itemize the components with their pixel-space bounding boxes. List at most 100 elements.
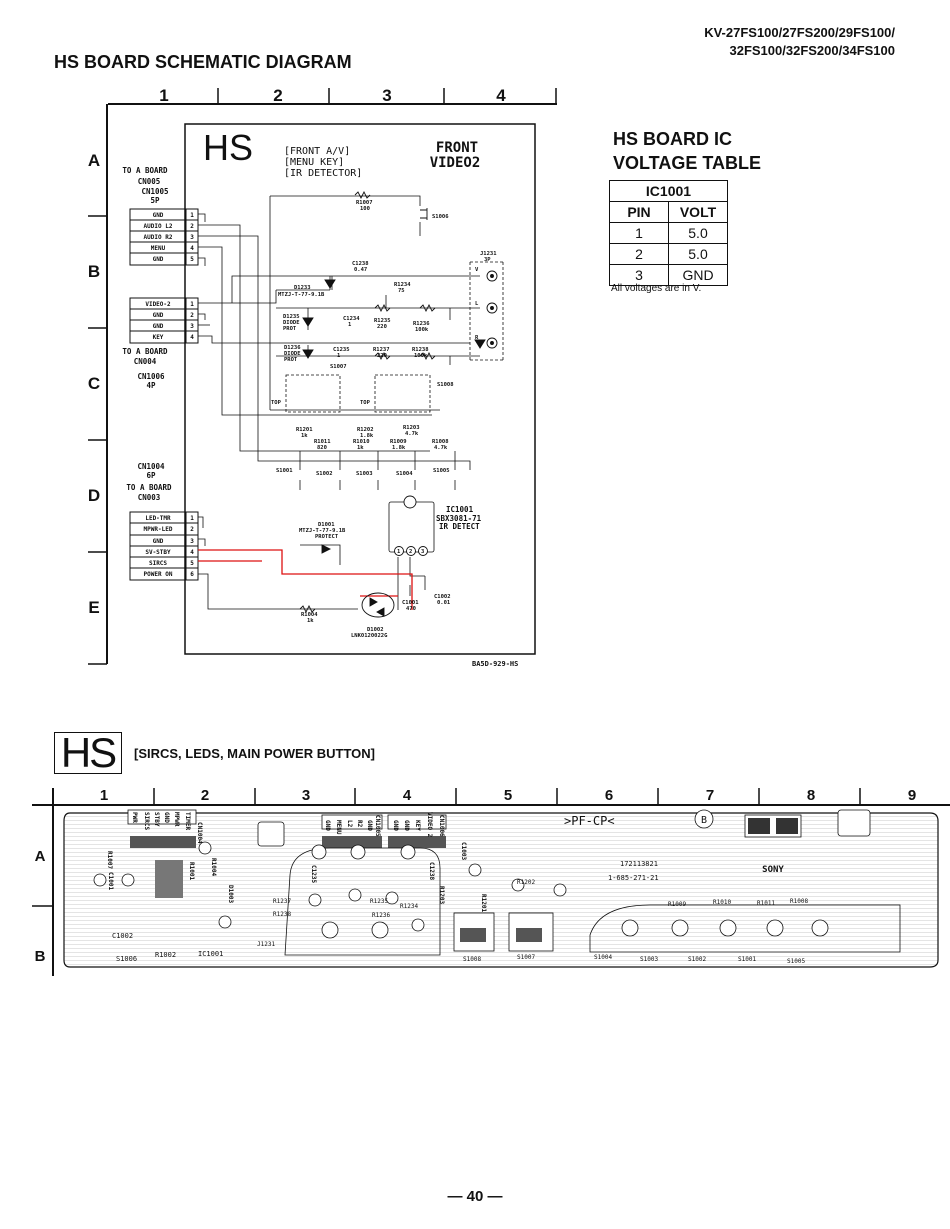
label-d1235: D1235 [283,314,300,320]
board-grid-col-8: 8 [807,787,815,804]
cn1006-pin-num: 3 [190,323,194,330]
board-view-subtitle: [SIRCS, LEDS, MAIN POWER BUTTON] [134,746,375,761]
cn1004-pin-num: 4 [190,549,194,556]
label-r1235: R1235 [374,318,391,324]
label-j1231: J1231 [480,251,497,257]
cn1005-pin-num: 4 [190,245,194,252]
pcb-label-s1006: S1006 [116,955,137,963]
pcb-label-d1003: D1003 [227,885,234,903]
pcb-label-code2: 1-685-271-21 [608,874,659,882]
cn1004-pin-name: LED-TMR [145,515,171,522]
grid-row-b: B [88,262,100,281]
cn1006-pin-name: VIDEO-2 [145,301,171,308]
pcb-pin-stby: STBY [153,812,160,827]
volt-cell: GND [668,264,728,286]
label-r1203: R1203 [403,425,420,431]
cn1004-pin-num: 2 [190,526,194,533]
label-s1007: S1007 [330,364,347,370]
pcb-label-r1235: R1235 [370,898,388,905]
board-view-grid [32,788,950,976]
label-r1004-value: 1k [307,618,314,624]
pcb-label-s1008: S1008 [463,956,481,963]
cn1005-pin-name: AUDIO R2 [144,234,173,241]
label-s1002: S1002 [316,471,333,477]
grid-row-a: A [88,151,100,170]
label-r1201: R1201 [296,427,313,433]
cn1005-caption-2: CN005 [138,177,161,186]
board-grid-row-a: A [35,848,46,865]
grid-col-3: 3 [382,86,391,105]
pcb-board [63,809,939,968]
pcb-label-circle: B [701,815,707,826]
cn1004-pin-num: 3 [190,538,194,545]
label-r1004: R1004 [301,612,318,618]
voltage-table-title: HS BOARD IC VOLTAGE TABLE [613,127,761,175]
label-r1237: R1237 [373,347,390,353]
voltage-note: All voltages are in V. [611,283,702,294]
label-c1001-value: 470 [406,606,416,612]
cn1006-pin-num: 1 [190,301,194,308]
board-note-3: [IR DETECTOR] [284,168,362,179]
label-r1008-value: 4.7k [434,445,448,451]
cn1004-pin-name: GND [153,538,164,545]
pcb-label-c1002: C1002 [112,932,133,940]
cn1005-caption-3: CN1005 [141,187,168,196]
label-d1233: D1233 [294,285,311,291]
cn1006-caption-1: TO A BOARD [122,347,168,356]
label-c1002: C1002 [434,594,451,600]
volt-cell: 5.0 [668,243,728,265]
label-r1011-value: 820 [317,445,327,451]
board-note-2: [MENU KEY] [284,157,344,168]
label-r1010-value: 1k [357,445,364,451]
label-c1238-value: 0.47 [354,267,367,273]
cn1004-caption-3: TO A BOARD [126,483,172,492]
label-d1236-type: DIODE [284,351,301,357]
board-code: BA5D-929-HS [472,660,518,668]
label-d1233-part: MTZJ-T-77-9.1B [278,292,325,298]
pcb-label-r1002: R1002 [155,951,176,959]
board-outline [184,123,536,655]
board-grid-col-3: 3 [302,787,310,804]
pcb-label-r1203: R1203 [438,886,445,904]
pcb-label-r1008: R1008 [790,898,808,905]
label-ic1001-part: SBX3081-71 [436,514,482,523]
front-label-2: VIDEO2 [430,155,481,171]
grid-col-4: 4 [496,86,506,105]
label-d1236: D1236 [284,345,301,351]
label-r1236: R1236 [413,321,430,327]
pcb-label-r1238: R1238 [273,911,291,918]
pcb-label-s1004: S1004 [594,954,612,961]
label-r1234-value: 75 [398,288,405,294]
cn1004-pin-num: 5 [190,560,194,567]
pcb-label-r1011: R1011 [757,900,775,907]
model-numbers: KV-27FS100/27FS200/29FS100/ 32FS100/32FS… [704,24,895,60]
label-s1005: S1005 [433,468,450,474]
pcb-pin-gnd: GND [403,820,410,831]
label-ic-pin-1: 1 [397,549,401,555]
label-jack-l: L [475,301,479,307]
cn1006-pin-num: 2 [190,312,194,319]
cn1005-pin-name: MENU [151,245,166,252]
label-s1001: S1001 [276,468,293,474]
label-c1234: C1234 [343,316,360,322]
cn1004-caption-1: CN1004 [137,462,165,471]
pcb-label-c1238: C1238 [428,862,435,880]
label-r1007: R1007 [356,200,373,206]
pcb-label-s1005: S1005 [787,958,805,965]
cn1004-caption-2: 6P [146,471,156,480]
label-d1002: D1002 [367,627,384,633]
pcb-pin-key: KEY [414,820,421,831]
label-c1235: C1235 [333,347,350,353]
cn1004-pin-num: 1 [190,515,194,522]
connector-cn1004 [129,511,199,581]
cn1005-pin-name: AUDIO L2 [144,223,173,230]
board-label: HS [203,127,253,168]
board-grid-row-b: B [35,948,46,965]
label-ic1001: IC1001 [446,505,474,514]
cn1004-pin-name: SIRCS [149,560,167,567]
label-c1235-value: 1 [337,353,341,359]
schematic-grid [88,88,557,665]
pcb-label-c1003: C1003 [460,842,467,860]
label-r1009: R1009 [390,439,407,445]
